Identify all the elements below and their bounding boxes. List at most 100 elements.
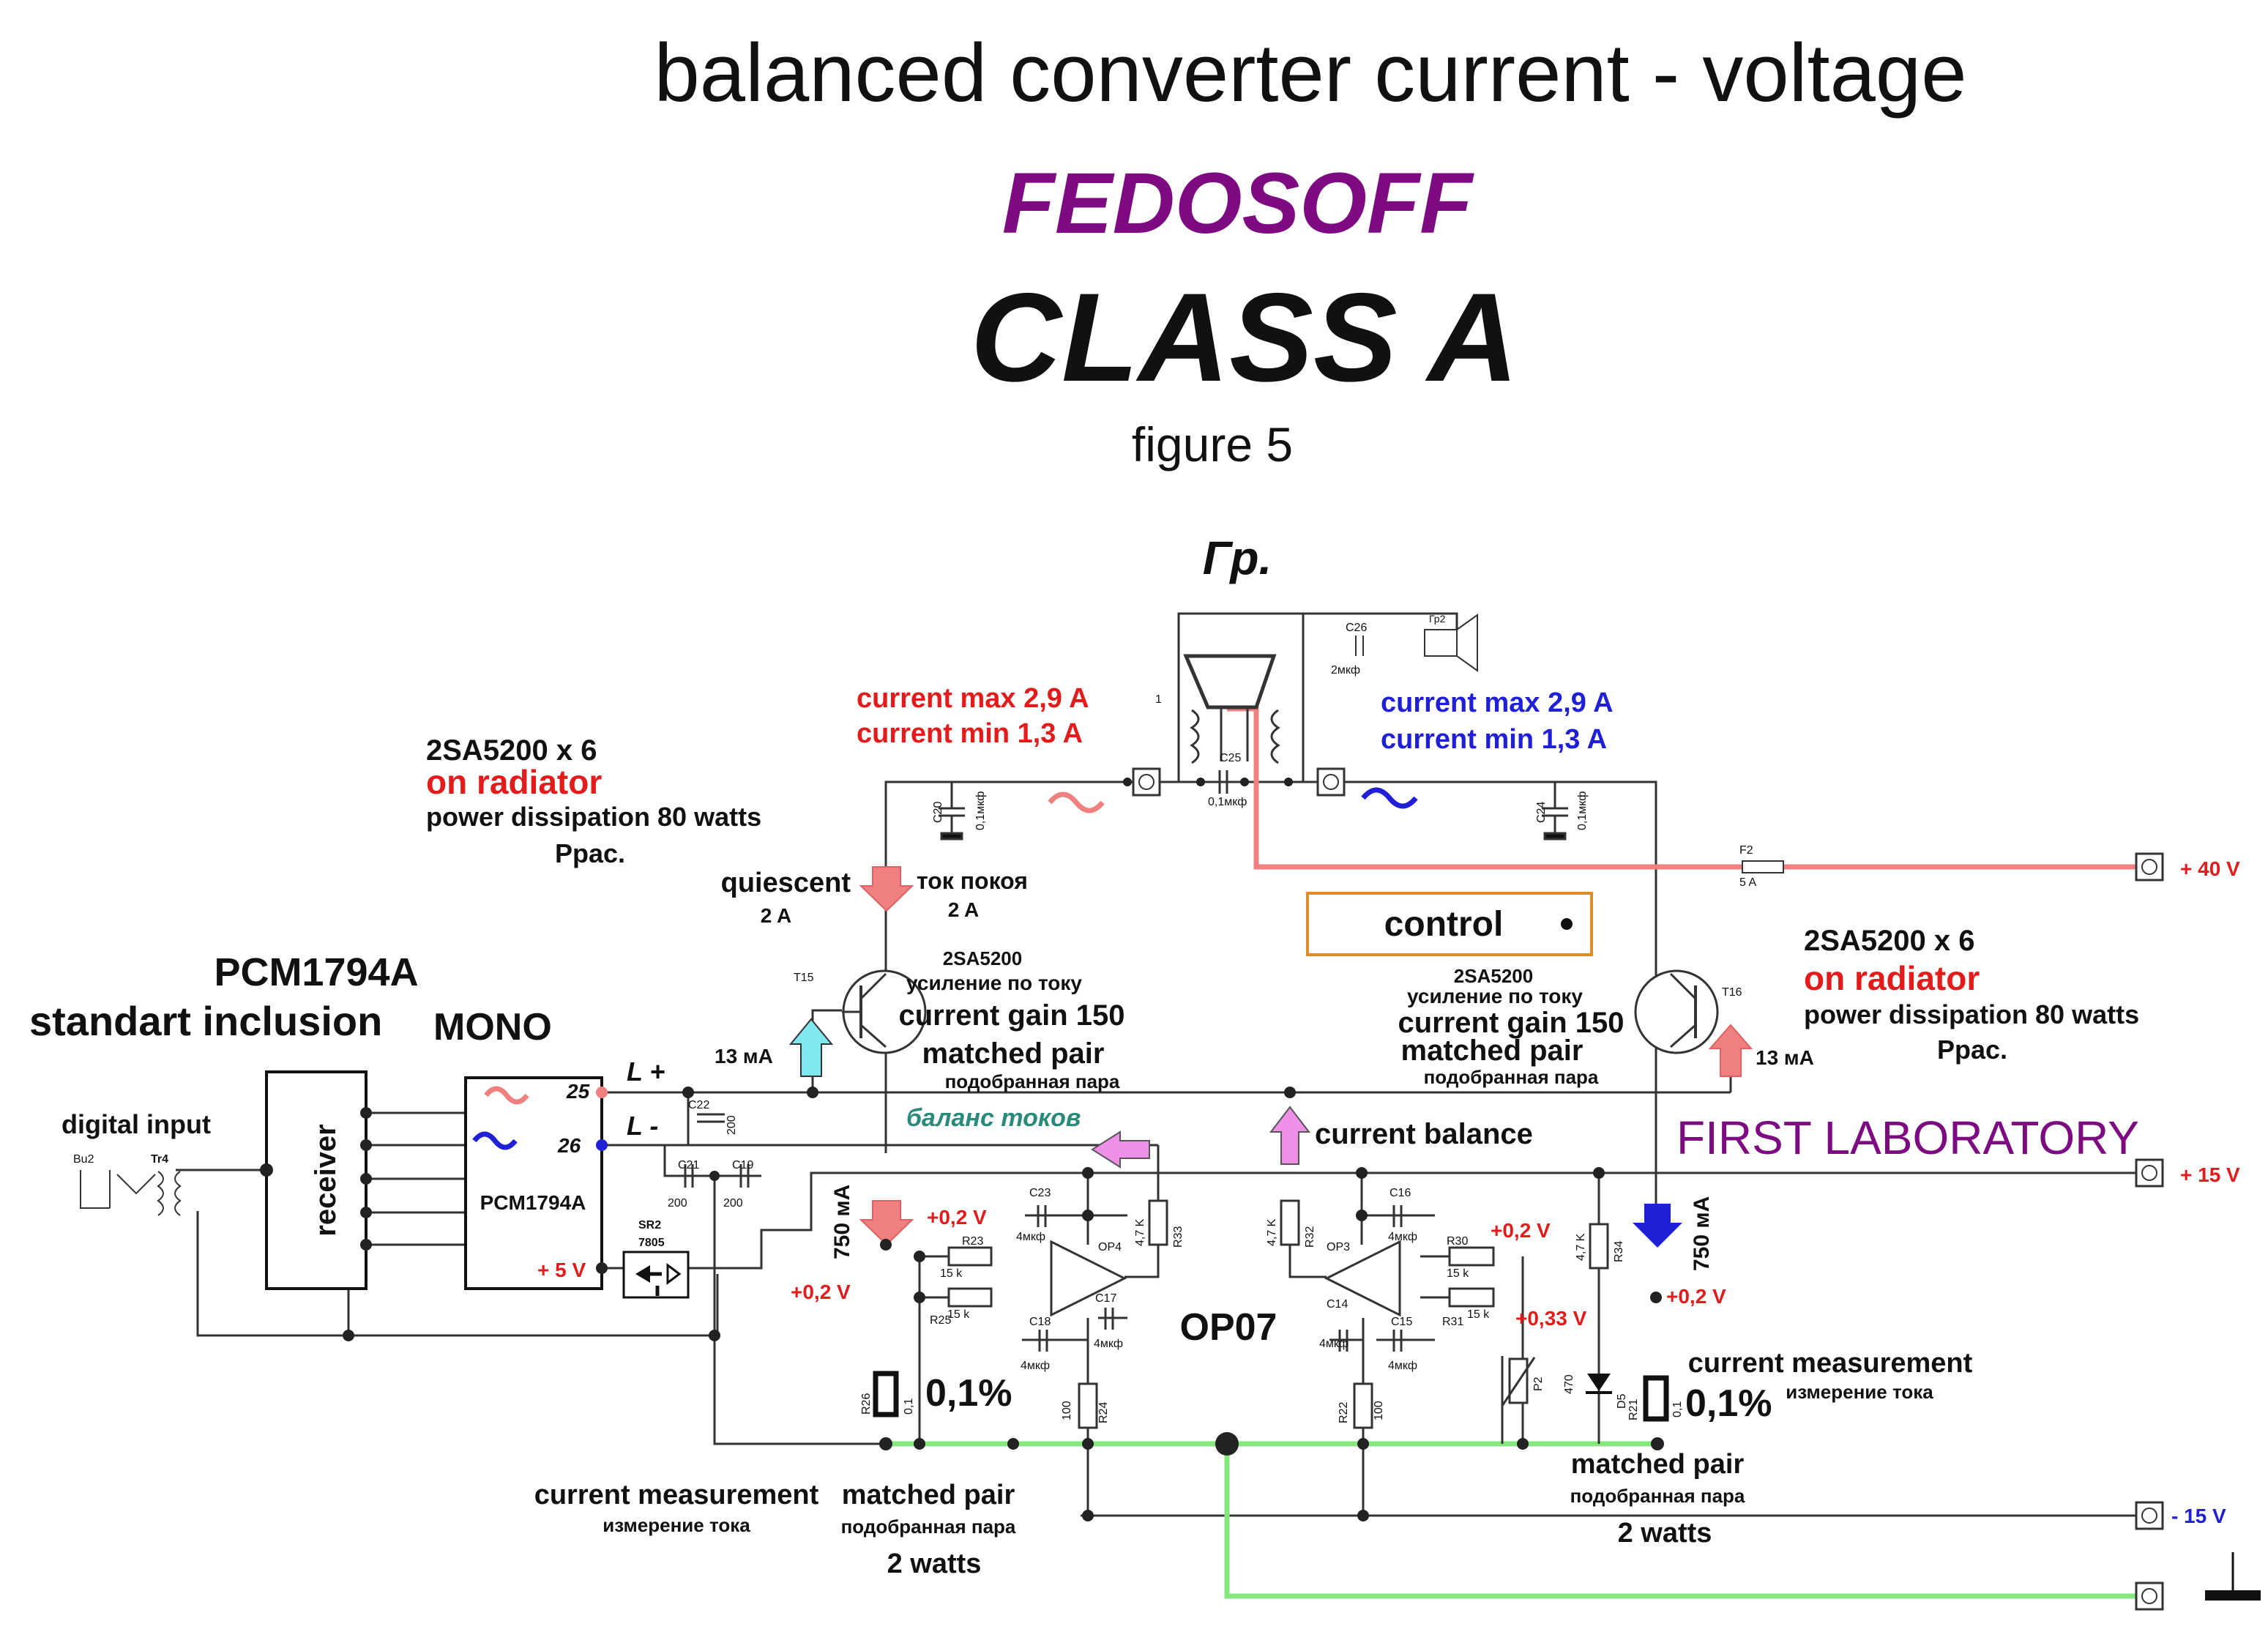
t16-up-arrow-icon (1708, 1024, 1753, 1077)
pin25-label: 25 (566, 1080, 590, 1103)
c19-label: C19 (732, 1159, 753, 1171)
r30-resistor (1448, 1246, 1495, 1267)
r34-resistor (1589, 1223, 1609, 1270)
p2-value: 470 (1563, 1374, 1575, 1394)
c25-value: 0,1мкф (1208, 796, 1247, 808)
mp-right-label: matched pair (1571, 1449, 1745, 1480)
c18-capacitor (1038, 1330, 1048, 1352)
r24-label: R24 (1097, 1402, 1110, 1423)
terminal-right (1316, 767, 1346, 797)
regulator-arrow-icon (635, 1263, 682, 1296)
c15-capacitor (1392, 1330, 1403, 1352)
right-mount-label: on radiator (1804, 959, 1980, 997)
c20-capacitor (939, 782, 965, 841)
l-minus-label: L - (627, 1111, 658, 1141)
gnd-mid (713, 1176, 886, 1445)
terminal-15v (2135, 1158, 2164, 1188)
plus15-line (810, 1171, 2136, 1177)
c20-value: 0,1мкф (974, 791, 987, 830)
terminal-40v (2135, 852, 2164, 882)
minus15-label: - 15 V (2171, 1505, 2226, 1527)
v02-right-label: +0,2 V (1666, 1285, 1726, 1308)
t15-label: T15 (794, 972, 814, 984)
quiescent-ru-value: 2 A (948, 898, 980, 921)
r22-label: R22 (1338, 1402, 1350, 1423)
c23-label: C23 (1029, 1187, 1051, 1199)
pcm1794a-block (464, 1076, 603, 1290)
watts-right-label: 2 watts (1618, 1518, 1712, 1549)
c21-line (663, 1145, 761, 1177)
c15-label: C15 (1391, 1316, 1412, 1328)
c24-capacitor (1542, 782, 1568, 841)
mp-left-label: matched pair (842, 1480, 1015, 1510)
plus40-label: + 40 V (2180, 857, 2240, 880)
op3-label: OP3 (1327, 1241, 1350, 1253)
d5-diode (1586, 1374, 1612, 1394)
r21-label: R21 (1627, 1399, 1640, 1420)
r25-label: R25 (930, 1314, 951, 1327)
left-750ma-arrow-icon (859, 1200, 914, 1246)
l-plus-label: L + (627, 1057, 665, 1087)
right-current-min: current min 1,3 A (1381, 724, 1607, 755)
right-pair-ru: подобранная пара (1424, 1066, 1599, 1088)
pct-right-label: 0,1% (1685, 1382, 1772, 1425)
ma750-right-label: 750 мА (1690, 1196, 1714, 1271)
t15-up-arrow-icon (788, 1018, 834, 1077)
c14-label: C14 (1327, 1298, 1348, 1311)
c22-capacitor (697, 1113, 725, 1123)
r33-resistor (1148, 1199, 1168, 1246)
op4-output (1124, 1245, 1160, 1278)
c17-capacitor (1104, 1308, 1114, 1330)
r26-label: R26 (860, 1393, 873, 1415)
c22-value: 200 (725, 1115, 738, 1135)
pin26-dot (596, 1139, 608, 1151)
r30-label: R30 (1447, 1235, 1468, 1248)
c18-label: C18 (1029, 1316, 1051, 1328)
p2-label: P2 (1532, 1376, 1545, 1391)
c15-value: 4мкф (1388, 1360, 1417, 1372)
plus5-label: + 5 V (537, 1259, 586, 1281)
bu2-label: Bu2 (73, 1153, 94, 1166)
speaker-frame (1177, 612, 1458, 782)
r32-value: 4,7 K (1266, 1218, 1278, 1246)
c14-capacitor (1338, 1330, 1349, 1352)
f2-fuse (1742, 860, 1784, 873)
pcm-subtitle: standart inclusion (29, 998, 382, 1044)
cm-right-label: current measurement (1688, 1348, 1973, 1379)
c26-capacitor (1355, 636, 1364, 656)
op3-output (1288, 1245, 1327, 1278)
right-prac-label: Pрас. (1937, 1035, 2007, 1065)
pcm-title: PCM1794A (214, 950, 418, 994)
figure-label: figure 5 (1132, 417, 1293, 472)
r24-resistor (1078, 1382, 1098, 1429)
control-box[interactable] (1306, 892, 1593, 956)
r21-value: 0,1 (1671, 1401, 1684, 1417)
c16-capacitor (1392, 1205, 1403, 1227)
f2-value: 5 A (1739, 876, 1756, 889)
pct-left-label: 0,1% (925, 1372, 1012, 1415)
c25-label: C25 (1220, 752, 1241, 764)
left-part-label: 2SA5200 x 6 (426, 734, 597, 767)
r25-resistor (947, 1287, 993, 1308)
quiescent-en-value: 2 A (761, 904, 792, 927)
r30-value: 15 k (1447, 1267, 1469, 1280)
right-750ma-arrow-icon (1633, 1204, 1682, 1248)
right-gain-label: current gain 150 (1398, 1007, 1624, 1039)
c16-value: 4мкф (1388, 1231, 1417, 1243)
v02-op3-label: +0,2 V (1491, 1219, 1551, 1242)
c25-capacitor (1218, 770, 1228, 794)
receiver-label: receiver (310, 1124, 342, 1236)
c14-value: 4мкф (1319, 1338, 1349, 1350)
r31-resistor (1448, 1287, 1495, 1308)
pin26-label: 26 (557, 1134, 581, 1157)
cm-left-ru-label: измерение тока (603, 1514, 750, 1536)
cm-left-label: current measurement (534, 1480, 819, 1510)
c16-label: C16 (1389, 1187, 1411, 1199)
v02-op4-label: +0,2 V (927, 1206, 987, 1229)
p2-potentiometer (1501, 1357, 1536, 1406)
left-current-max: current max 2,9 A (857, 683, 1089, 714)
left-current-min: current min 1,3 A (857, 718, 1083, 749)
control-label: control (1384, 905, 1504, 944)
c21-capacitor (684, 1164, 694, 1188)
left-wave-icon (1048, 791, 1105, 813)
